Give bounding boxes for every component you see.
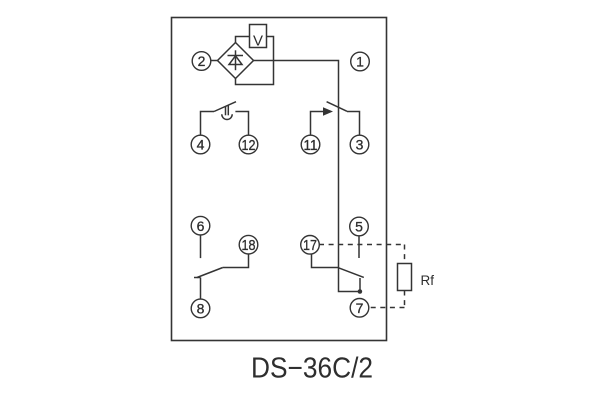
- svg-text:Rf: Rf: [421, 273, 435, 288]
- svg-text:17: 17: [303, 237, 317, 254]
- svg-text:3: 3: [356, 137, 364, 153]
- svg-text:8: 8: [197, 301, 205, 317]
- svg-text:V: V: [253, 33, 263, 50]
- svg-text:DS−36C/2: DS−36C/2: [251, 353, 373, 385]
- svg-text:1: 1: [356, 54, 364, 70]
- svg-text:2: 2: [198, 53, 206, 69]
- svg-text:18: 18: [242, 237, 256, 254]
- svg-text:6: 6: [197, 218, 205, 234]
- svg-text:4: 4: [197, 137, 205, 153]
- svg-text:12: 12: [242, 137, 256, 154]
- svg-text:5: 5: [355, 219, 363, 235]
- svg-text:11: 11: [304, 137, 318, 154]
- svg-text:7: 7: [356, 300, 364, 316]
